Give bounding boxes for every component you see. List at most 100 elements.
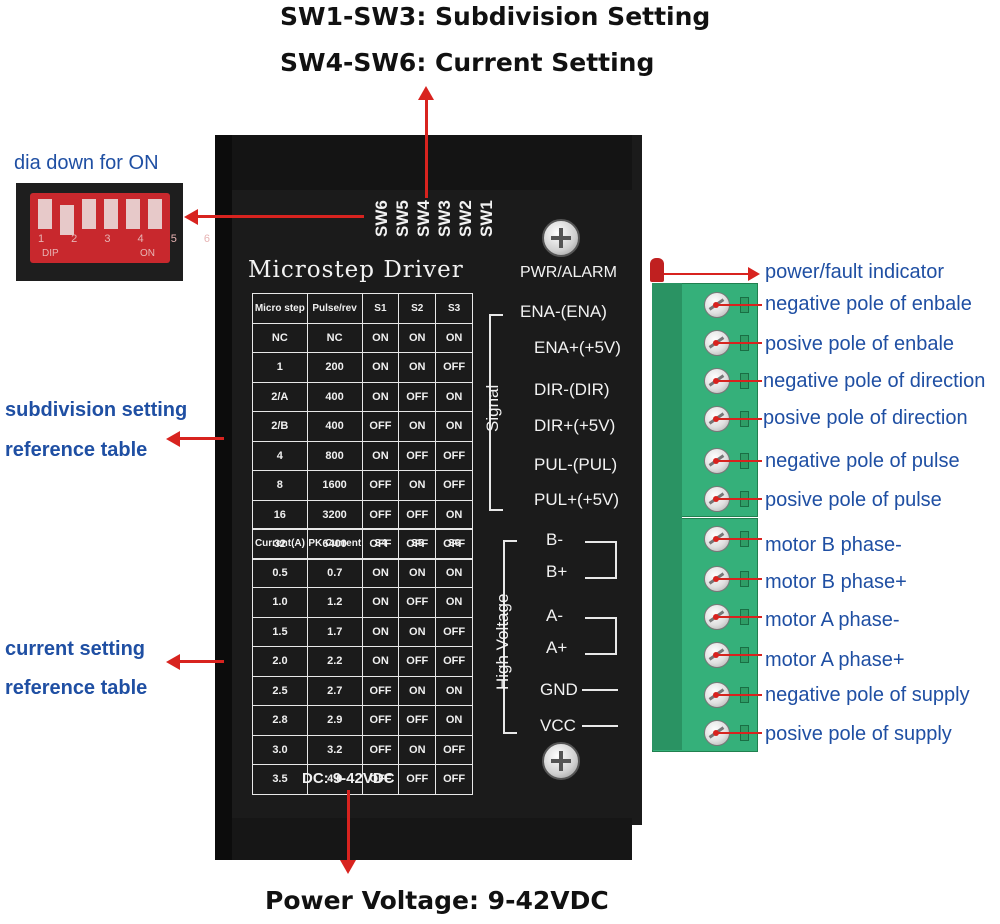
table-cell: OFF bbox=[361, 764, 400, 795]
subdivision-label-line2: reference table bbox=[5, 439, 148, 461]
dip-toggle bbox=[104, 199, 118, 229]
terminal-lead bbox=[718, 694, 762, 696]
arrow-current-line bbox=[178, 660, 224, 663]
table-cell: 1.5 bbox=[252, 616, 308, 647]
arrow-to-switches-head bbox=[418, 86, 434, 100]
table-cell: ON bbox=[435, 587, 473, 618]
pin-label-pul-plus: PUL+(+5V) bbox=[534, 490, 620, 509]
right-label-motor-b-minus: motor B phase- bbox=[765, 534, 902, 556]
table-cell: ON bbox=[435, 675, 473, 706]
terminal-lead bbox=[718, 460, 762, 462]
table-cell: OFF bbox=[435, 470, 473, 501]
table-cell: 1.7 bbox=[306, 616, 363, 647]
terminal-dot bbox=[713, 652, 719, 658]
switch-label-group: SW6 SW5 SW4 SW3 SW2 SW1 bbox=[372, 195, 502, 250]
terminal-lead bbox=[718, 380, 762, 382]
high-voltage-label: High Voltage bbox=[493, 593, 512, 690]
table-cell: OFF bbox=[398, 764, 437, 795]
table-cell: OFF bbox=[435, 734, 473, 765]
table-cell: 3.0 bbox=[252, 734, 308, 765]
table-cell: 1.0 bbox=[252, 587, 308, 618]
table-cell: ON bbox=[398, 734, 437, 765]
table-cell: NC bbox=[306, 322, 363, 353]
table-cell: 400 bbox=[306, 411, 363, 442]
table-header-cell: Micro step bbox=[252, 293, 308, 324]
table-cell: OFF bbox=[435, 440, 473, 471]
table-header-cell: S1 bbox=[361, 293, 400, 324]
terminal-dot bbox=[713, 458, 719, 464]
table-header-row: Current(A) PK Current S4 S5 S6 bbox=[252, 528, 473, 559]
table-header-cell: Current(A) bbox=[252, 528, 308, 559]
switch-label: SW6 bbox=[372, 200, 391, 237]
table-cell: OFF bbox=[361, 675, 400, 706]
led-lead bbox=[664, 273, 752, 275]
table-header-cell: S5 bbox=[398, 528, 437, 559]
pin-label-b-minus: B- bbox=[546, 530, 563, 549]
table-cell: ON bbox=[398, 675, 437, 706]
table-cell: ON bbox=[361, 557, 400, 588]
right-label-pul-plus: posive pole of pulse bbox=[765, 489, 942, 511]
dip-on-label: ON bbox=[140, 248, 155, 259]
table-cell: OFF bbox=[398, 705, 437, 736]
table-cell: OFF bbox=[435, 764, 473, 795]
table-cell: 800 bbox=[306, 440, 363, 471]
table-cell: 2.0 bbox=[252, 646, 308, 677]
power-fault-led bbox=[650, 258, 664, 282]
signal-label: Signal bbox=[483, 384, 502, 432]
table-cell: ON bbox=[435, 381, 473, 412]
dip-switch-photo: 1 2 3 4 5 6 DIP ON bbox=[16, 183, 210, 281]
table-cell: 2.2 bbox=[306, 646, 363, 677]
current-label-line2: reference table bbox=[5, 677, 148, 699]
table-header-cell: Pulse/rev bbox=[306, 293, 363, 324]
pin-label-gnd: GND bbox=[540, 680, 578, 699]
terminal-lead bbox=[718, 342, 762, 344]
switch-label: SW5 bbox=[393, 200, 412, 237]
right-label-dir-plus: posive pole of direction bbox=[763, 407, 968, 429]
right-label-motor-b-plus: motor B phase+ bbox=[765, 571, 907, 593]
table-cell: ON bbox=[435, 557, 473, 588]
heatsink-bottom bbox=[232, 818, 632, 860]
right-label-motor-a-plus: motor A phase+ bbox=[765, 649, 905, 671]
pin-label-dir-plus: DIR+(+5V) bbox=[534, 416, 616, 435]
table-header-cell: S6 bbox=[435, 528, 473, 559]
table-cell: ON bbox=[361, 352, 400, 383]
table-cell: OFF bbox=[398, 646, 437, 677]
right-label-supply-minus: negative pole of supply bbox=[765, 684, 970, 706]
pin-label-ena-minus: ENA-(ENA) bbox=[520, 302, 607, 321]
header-title-current: SW4-SW6: Current Setting bbox=[280, 48, 655, 77]
pin-label-a-plus: A+ bbox=[546, 638, 568, 657]
table-cell: OFF bbox=[435, 616, 473, 647]
arrow-to-dip-line bbox=[196, 215, 364, 218]
table-cell: ON bbox=[398, 470, 437, 501]
table-cell: ON bbox=[398, 352, 437, 383]
table-header-cell: PK Current bbox=[306, 528, 363, 559]
right-label-dir-minus: negative pole of direction bbox=[763, 370, 986, 392]
table-cell: OFF bbox=[361, 411, 400, 442]
table-cell: ON bbox=[361, 646, 400, 677]
vcc-symbol bbox=[582, 725, 618, 727]
dip-switch-housing: 1 2 3 4 5 6 DIP ON bbox=[30, 193, 210, 263]
terminal-dot bbox=[713, 378, 719, 384]
arrow-current-head bbox=[166, 654, 180, 670]
table-cell: ON bbox=[398, 557, 437, 588]
right-label-ena-plus: posive pole of enbale bbox=[765, 333, 955, 355]
switch-label: SW1 bbox=[477, 200, 496, 237]
arrow-to-power-head bbox=[340, 860, 356, 874]
dc-voltage-label: DC: 9-42VDC bbox=[302, 770, 395, 787]
table-cell: OFF bbox=[435, 352, 473, 383]
switch-label: SW4 bbox=[414, 200, 433, 237]
table-cell: OFF bbox=[361, 499, 400, 530]
table-cell: OFF bbox=[398, 440, 437, 471]
table-cell: ON bbox=[361, 381, 400, 412]
